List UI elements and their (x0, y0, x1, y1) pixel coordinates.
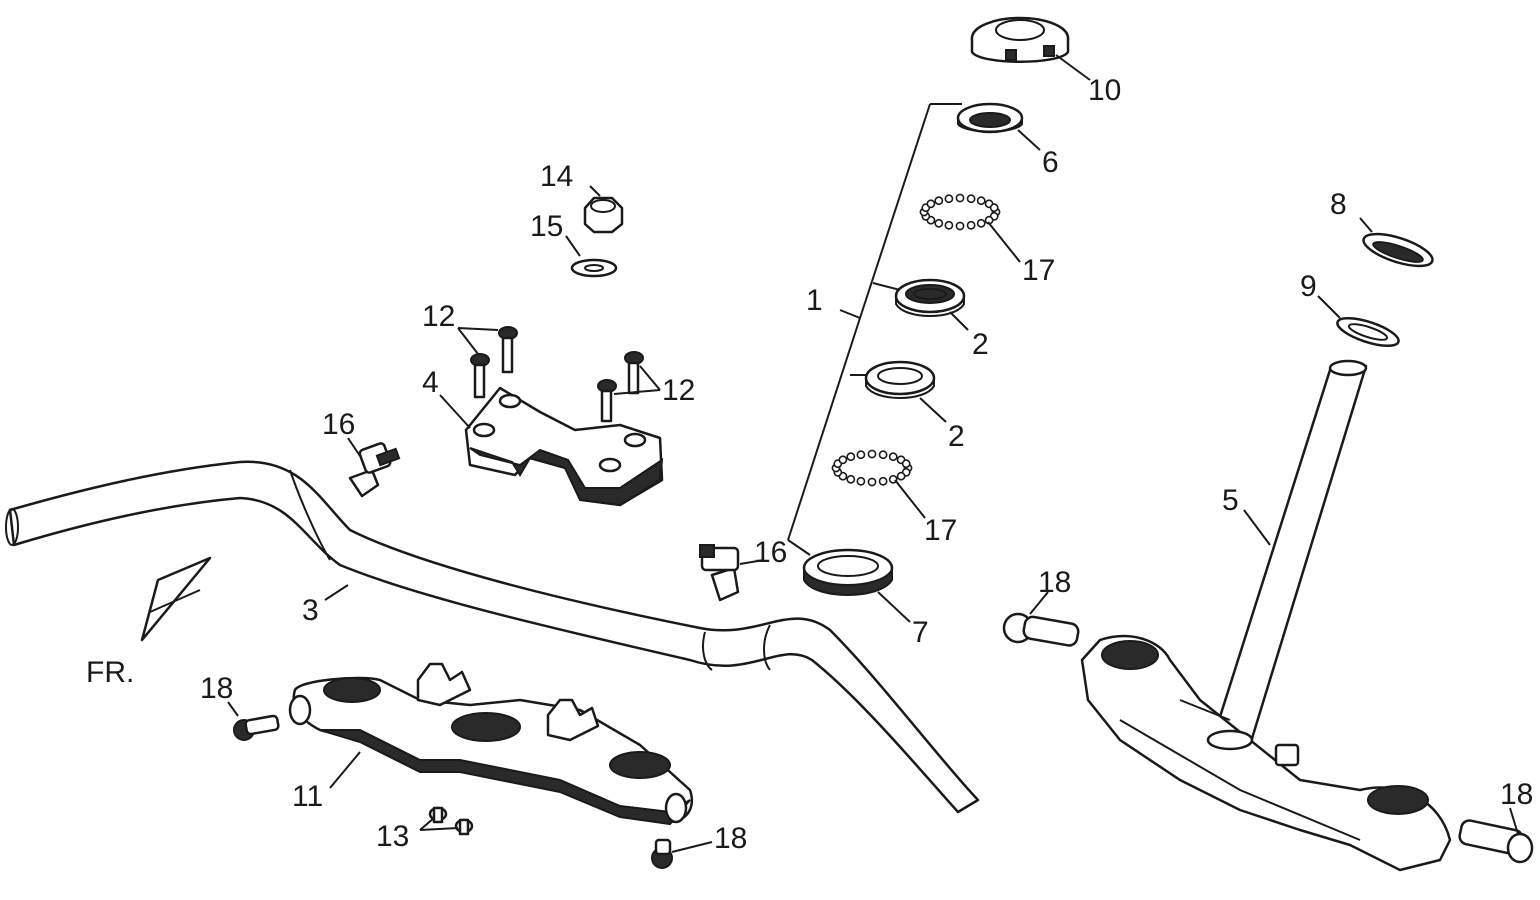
bearing-ball (888, 452, 898, 462)
callout-2-lower: 2 (948, 420, 965, 453)
callout-12-right: 12 (662, 374, 695, 407)
bearing-ball (846, 474, 856, 484)
steering-stem-part-5 (1080, 359, 1452, 872)
bearing-ball (944, 220, 954, 230)
front-direction-arrow: FR. (86, 556, 212, 689)
callout-14: 14 (540, 160, 573, 193)
callout-18-bottom: 18 (714, 822, 747, 855)
bearing-ball (944, 194, 954, 204)
clamp-part-16-right (699, 544, 740, 602)
screws-part-13 (428, 806, 474, 836)
bearing-ball (976, 218, 986, 228)
callout-18-right: 18 (1500, 778, 1533, 811)
callout-16-left: 16 (322, 408, 355, 441)
callout-6: 6 (1042, 146, 1059, 179)
seal-part-6 (956, 102, 1024, 134)
bolt-part-18-b (651, 838, 673, 869)
bolts-part-12 (470, 326, 644, 423)
bearing-ball (896, 471, 906, 481)
bearing-ball (966, 220, 976, 230)
callout-9: 9 (1300, 270, 1317, 303)
callout-17-lower: 17 (924, 514, 957, 547)
bolt-part-18-d (1458, 819, 1534, 864)
bearing-ball (934, 218, 944, 228)
callout-1: 1 (806, 284, 823, 317)
bearing-ball (966, 194, 976, 204)
bearing-balls-part-17-lower (831, 449, 913, 487)
bearing-ball (901, 459, 911, 469)
callout-16-right: 16 (754, 536, 787, 569)
callout-10: 10 (1088, 74, 1121, 107)
callout-4: 4 (422, 366, 439, 399)
bearing-ball (989, 203, 999, 213)
bearing-ball (955, 193, 965, 203)
callout-11: 11 (292, 780, 323, 813)
bearing-race-part-2-lower (864, 360, 936, 399)
callout-18-center: 18 (1038, 566, 1071, 599)
bearing-ball (934, 196, 944, 206)
callout-17-upper: 17 (1022, 254, 1055, 287)
clamp-part-16-left (348, 442, 401, 498)
direction-label: FR. (86, 656, 134, 689)
nut-cap-part-10 (970, 16, 1070, 63)
bearing-ball (878, 476, 888, 486)
bearing-ball (846, 452, 856, 462)
bearing-set-bracket-part-1 (787, 103, 962, 556)
bearing-ball (926, 199, 936, 209)
washer-part-15 (570, 258, 618, 278)
bearing-ball (856, 476, 866, 486)
callout-15: 15 (530, 210, 563, 243)
callout-8: 8 (1330, 188, 1347, 221)
bearing-ball (867, 477, 877, 487)
bearing-ball (955, 221, 965, 231)
bolt-part-18-c (1002, 612, 1080, 647)
callout-13: 13 (376, 820, 409, 853)
bearing-ball (838, 455, 848, 465)
bearing-ball (976, 196, 986, 206)
callout-7: 7 (912, 616, 929, 649)
leader-lines (227, 54, 1519, 853)
callout-12-left: 12 (422, 300, 455, 333)
bearing-balls-part-17-upper (919, 193, 1001, 231)
seal-part-7 (802, 548, 894, 596)
ring-part-8 (1362, 232, 1434, 268)
nut-part-14 (583, 196, 624, 234)
clamp-part-11 (288, 662, 694, 826)
bearing-ball (867, 449, 877, 459)
callout-labels: 1 2 2 3 4 5 6 7 8 9 10 11 12 12 13 14 15… (200, 74, 1533, 855)
callout-2-upper: 2 (972, 328, 989, 361)
callout-18-left: 18 (200, 672, 233, 705)
bolt-part-18-a (233, 714, 280, 741)
handlebar-part-3 (5, 460, 980, 814)
bearing-ball (856, 450, 866, 460)
bearing-ball (878, 450, 888, 460)
bearing-race-part-2-upper (894, 278, 966, 317)
ring-part-9 (1336, 317, 1400, 347)
handlebar-holder-part-4 (464, 386, 664, 507)
callout-3: 3 (302, 594, 319, 627)
callout-5: 5 (1222, 484, 1239, 517)
